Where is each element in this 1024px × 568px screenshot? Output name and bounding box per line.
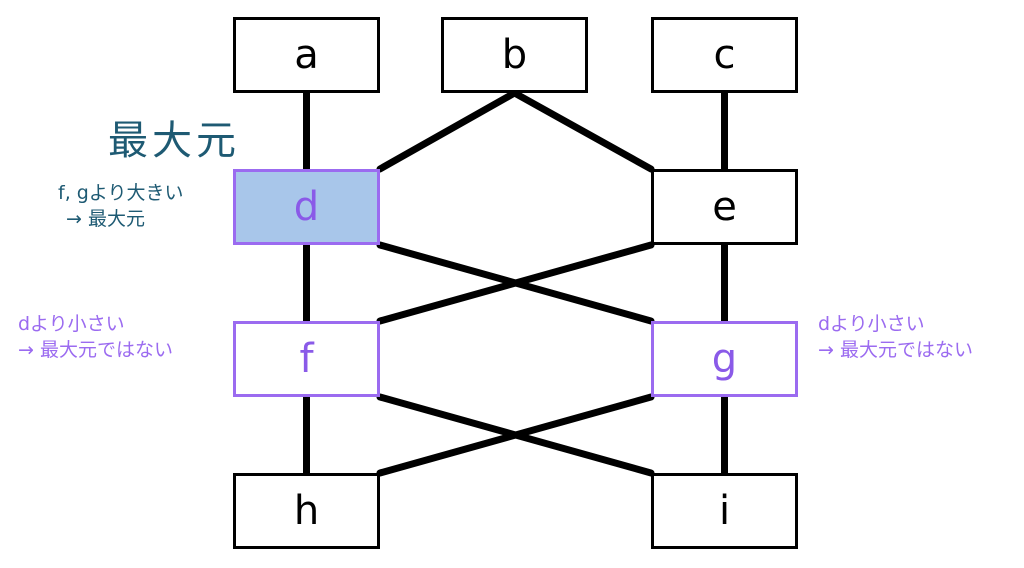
node-h: h	[233, 473, 380, 549]
g-note-line-2: → 最大元ではない	[818, 338, 973, 361]
node-e: e	[651, 169, 798, 245]
maximal-element-title: 最大元	[108, 118, 240, 164]
f-note-line-1: dより小さい	[18, 313, 125, 335]
d-note-line-1: f, gより大きい	[58, 182, 184, 204]
edge-e-f	[376, 241, 655, 325]
node-g: g	[651, 321, 798, 397]
node-c: c	[651, 17, 798, 93]
node-a: a	[233, 17, 380, 93]
node-b: b	[441, 17, 588, 93]
d-note: f, gより大きい → 最大元	[58, 181, 183, 232]
f-note: dより小さい → 最大元ではない	[18, 312, 173, 363]
edge-b-d	[376, 89, 518, 173]
g-note-line-1: dより小さい	[818, 313, 925, 335]
node-i: i	[651, 473, 798, 549]
edge-b-e	[511, 89, 655, 173]
node-f: f	[233, 321, 380, 397]
f-note-line-2: → 最大元ではない	[18, 338, 173, 361]
g-note: dより小さい → 最大元ではない	[818, 312, 973, 363]
d-note-line-2: → 最大元	[66, 207, 145, 230]
node-d: d	[233, 169, 380, 245]
edge-g-h	[376, 393, 655, 477]
